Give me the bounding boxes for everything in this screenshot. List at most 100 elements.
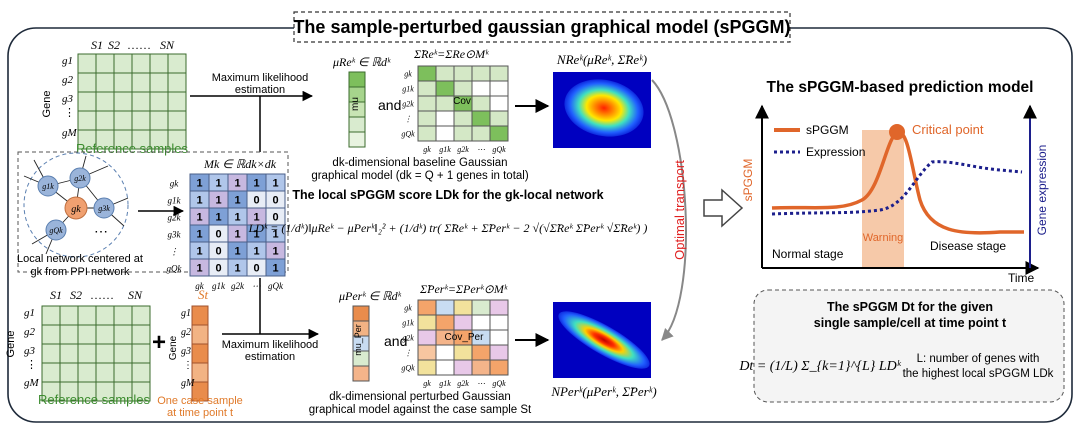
mask-cell-value: 1 bbox=[253, 246, 259, 258]
ref-top-cell bbox=[167, 91, 187, 112]
ref-bottom-cell bbox=[95, 324, 115, 345]
legend-expression-label: Expression bbox=[806, 145, 865, 159]
ref-bottom-cell bbox=[131, 305, 151, 326]
perturbed-dist-label: NPerᵏ(μPerᵏ, Σ̃Perᵏ) bbox=[550, 384, 656, 399]
ref-top-cell bbox=[113, 53, 133, 74]
baseline-heatmap-blob bbox=[564, 79, 644, 137]
mask-cell-value: 0 bbox=[215, 263, 221, 275]
mask-col-label: g2k bbox=[231, 281, 245, 291]
baseline-mu-cell bbox=[348, 131, 366, 148]
baseline-mu-text: mu bbox=[350, 97, 361, 111]
time-label: Time bbox=[1008, 271, 1035, 285]
mask-cell-value: 1 bbox=[253, 229, 259, 241]
mle-label-bottom-1: Maximum likelihood bbox=[222, 339, 319, 351]
baseCov-cell bbox=[417, 125, 437, 142]
case-sample-column: St g1 g2 g3 ⋮ gM Gene One case sample at… bbox=[157, 287, 243, 419]
baseCov-cell bbox=[489, 110, 509, 127]
baseline-sigma-label: Σ̃Reᵏ=ΣRe⊙Mᵏ bbox=[413, 47, 489, 61]
baseline-mu-label: μReᵏ ∈ ℝdᵏ bbox=[332, 55, 391, 69]
baseline-dist-label: NReᵏ(μReᵏ, Σ̃Reᵏ) bbox=[556, 52, 647, 67]
ref-top-cell bbox=[77, 72, 97, 93]
mask-row-label: g2k bbox=[168, 213, 182, 223]
perCov-cell bbox=[471, 299, 491, 316]
normal-stage-label: Normal stage bbox=[772, 247, 844, 261]
ref-bottom-cell bbox=[131, 381, 151, 402]
perCov-cell bbox=[489, 314, 509, 331]
cov-row-label: g1k bbox=[402, 85, 414, 94]
mask-cell-value: 0 bbox=[272, 195, 278, 207]
gene-axis-label: Gene bbox=[41, 91, 53, 118]
cov-col-label: gQk bbox=[492, 145, 506, 154]
ref-top-cell bbox=[149, 110, 169, 131]
baseCov-cell bbox=[435, 80, 455, 97]
perCov-cell bbox=[435, 299, 455, 316]
perCov-cell bbox=[417, 314, 437, 331]
cov-row-label: ⋮ bbox=[404, 349, 412, 358]
mask-cell-value: 1 bbox=[234, 195, 240, 207]
mask-cell-value: 0 bbox=[215, 229, 221, 241]
ref-top-cell bbox=[149, 53, 169, 74]
disease-stage-label: Disease stage bbox=[930, 239, 1006, 253]
dt-title-2: single sample/cell at time point t bbox=[814, 316, 1007, 330]
mask-col-label: gQk bbox=[268, 281, 284, 291]
baseCov-cell bbox=[471, 65, 491, 82]
b-reference-samples-caption: Reference samples bbox=[38, 392, 150, 407]
node-g3-label: g3k bbox=[98, 204, 110, 213]
ref-top-cell bbox=[167, 110, 187, 131]
perturbed-heatmap-blob bbox=[558, 311, 650, 369]
baseline-and: and bbox=[378, 97, 401, 113]
ref-bottom-cell bbox=[131, 343, 151, 364]
mask-cell-value: 1 bbox=[253, 178, 259, 190]
mask-cell-value: 1 bbox=[234, 212, 240, 224]
gene-label-g3: g3 bbox=[62, 93, 74, 105]
big-hollow-arrow bbox=[703, 188, 744, 228]
perturbed-mu-cell bbox=[352, 365, 370, 382]
baseCov-cell bbox=[471, 125, 491, 142]
baseline-mu-cell bbox=[348, 116, 366, 133]
baseCov-cell bbox=[471, 80, 491, 97]
ref-top-cell bbox=[149, 91, 169, 112]
mask-row-label: gk bbox=[170, 179, 180, 189]
mle-label-top-1: Maximum likelihood bbox=[212, 72, 309, 84]
mle-label-bottom-2: estimation bbox=[245, 351, 295, 363]
sample-header-s1: S1 bbox=[91, 38, 103, 52]
ref-bottom-cell bbox=[77, 362, 97, 383]
node-g1-label: g1k bbox=[42, 182, 54, 191]
b-gene-label-dots: ⋮ bbox=[26, 359, 37, 371]
perturbed-mu-text: mu_Per bbox=[353, 324, 363, 356]
cov-col-label: g1k bbox=[439, 145, 451, 154]
cov-col-label: gk bbox=[423, 379, 431, 388]
perCov-cell bbox=[489, 344, 509, 361]
perCov-cell bbox=[435, 314, 455, 331]
mask-cell-value: 0 bbox=[253, 263, 259, 275]
b-gene-label-g2: g2 bbox=[24, 326, 36, 338]
mask-cell-value: 1 bbox=[234, 178, 240, 190]
right-axis-label: Gene expression bbox=[1035, 145, 1049, 236]
ref-top-cell bbox=[77, 91, 97, 112]
perCov-cell bbox=[417, 299, 437, 316]
reference-samples-caption: Reference samples bbox=[76, 141, 188, 156]
mask-cell-value: 1 bbox=[196, 263, 202, 275]
perCov-cell bbox=[471, 344, 491, 361]
baseCov-cell bbox=[453, 110, 473, 127]
ref-bottom-cell bbox=[113, 362, 133, 383]
b-gene-axis-label: Gene bbox=[5, 331, 17, 358]
baseCov-cell bbox=[417, 110, 437, 127]
ref-bottom-cell bbox=[59, 305, 79, 326]
ref-top-cell bbox=[95, 53, 115, 74]
mask-cell-value: 1 bbox=[234, 229, 240, 241]
perturbed-mu-label: μPerᵏ ∈ ℝdᵏ bbox=[338, 289, 402, 303]
ref-top-cell bbox=[95, 91, 115, 112]
ref-top-cell bbox=[113, 110, 133, 131]
baseCov-cell bbox=[417, 65, 437, 82]
expression-curve bbox=[771, 160, 1023, 216]
ref-bottom-cell bbox=[131, 362, 151, 383]
perturbed-distribution: NPerᵏ(μPerᵏ, Σ̃Perᵏ) bbox=[550, 302, 657, 399]
mask-cell-value: 1 bbox=[234, 246, 240, 258]
sample-header-sn: SN bbox=[160, 38, 175, 52]
case-sample-cell bbox=[191, 324, 209, 345]
mask-cell-value: 0 bbox=[253, 195, 259, 207]
cov-col-label: g1k bbox=[439, 379, 451, 388]
